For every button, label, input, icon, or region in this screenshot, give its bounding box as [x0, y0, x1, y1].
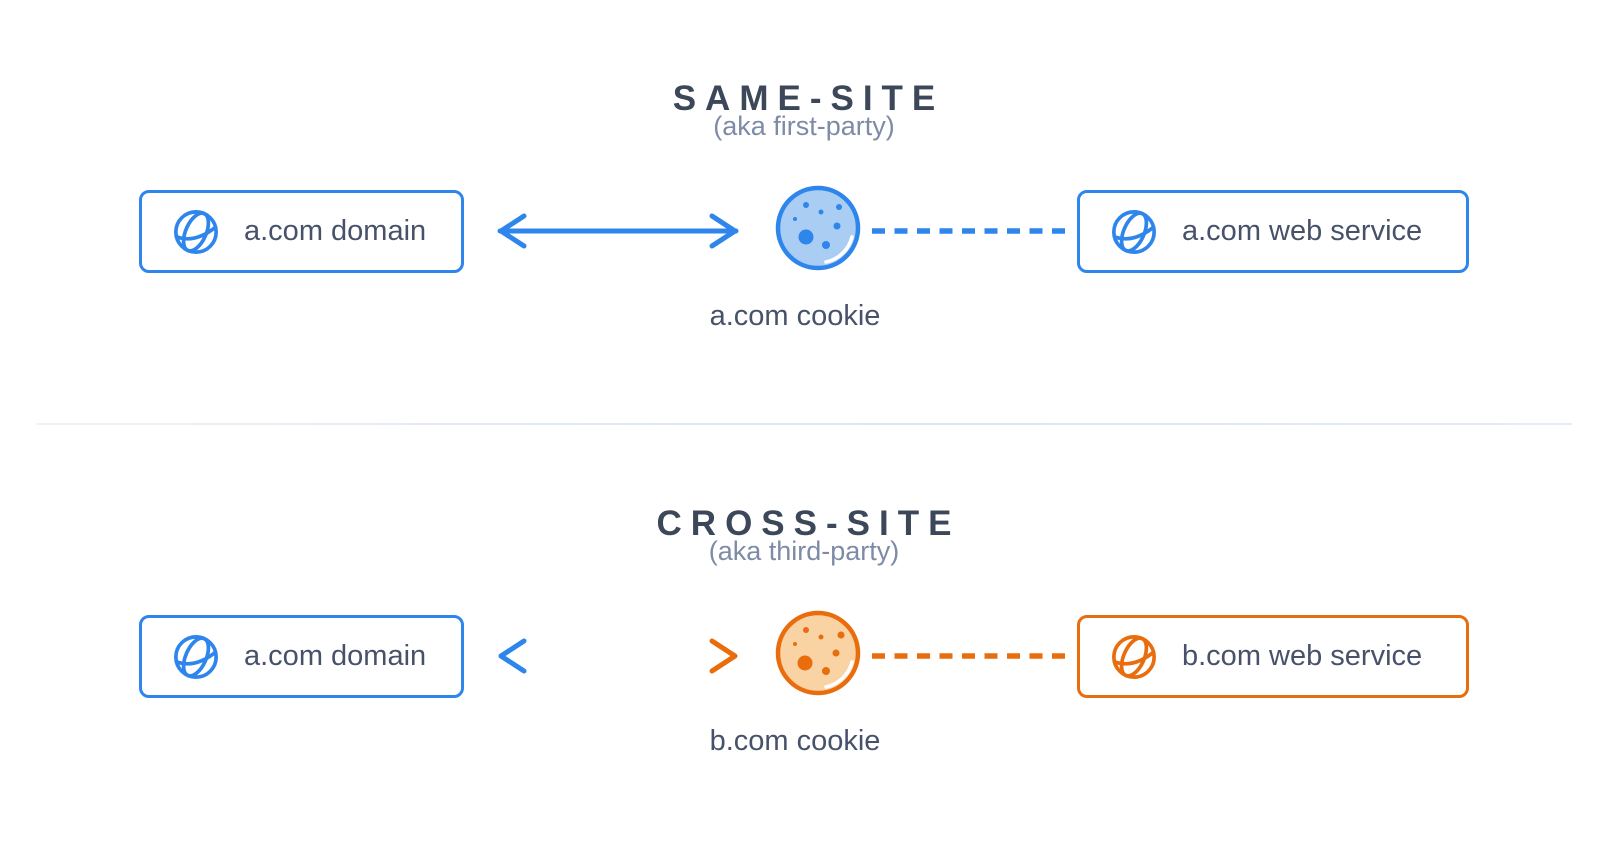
same-site-subtitle: (aka first-party) — [713, 111, 895, 141]
same-site-web-service-box: a.com web service — [1077, 190, 1469, 273]
bidirectional-arrow — [497, 213, 739, 249]
globe-icon — [174, 634, 218, 679]
cross-site-domain-box: a.com domain — [139, 615, 464, 698]
section-divider — [36, 423, 1572, 425]
same-site-domain-box: a.com domain — [139, 190, 464, 273]
domain-box-label: a.com domain — [244, 640, 427, 672]
same-site-cookie-label: a.com cookie — [709, 300, 881, 332]
dashed-connector — [872, 228, 1068, 234]
cross-site-cookie-label: b.com cookie — [709, 725, 881, 757]
web-service-box-label: a.com web service — [1182, 215, 1423, 247]
globe-icon — [1112, 209, 1156, 254]
domain-box-label: a.com domain — [244, 215, 427, 247]
cookie-icon — [775, 610, 861, 696]
cross-site-title: CROSS-SITE — [656, 504, 961, 544]
cookie-icon — [775, 185, 861, 271]
same-site-title: SAME-SITE — [672, 79, 945, 119]
globe-icon — [174, 209, 218, 254]
bidirectional-arrow-gradient — [497, 638, 739, 674]
dashed-connector — [872, 653, 1068, 659]
cross-site-web-service-box: b.com web service — [1077, 615, 1469, 698]
globe-icon — [1112, 634, 1156, 679]
web-service-box-label: b.com web service — [1182, 640, 1423, 672]
cross-site-subtitle: (aka third-party) — [708, 536, 900, 566]
